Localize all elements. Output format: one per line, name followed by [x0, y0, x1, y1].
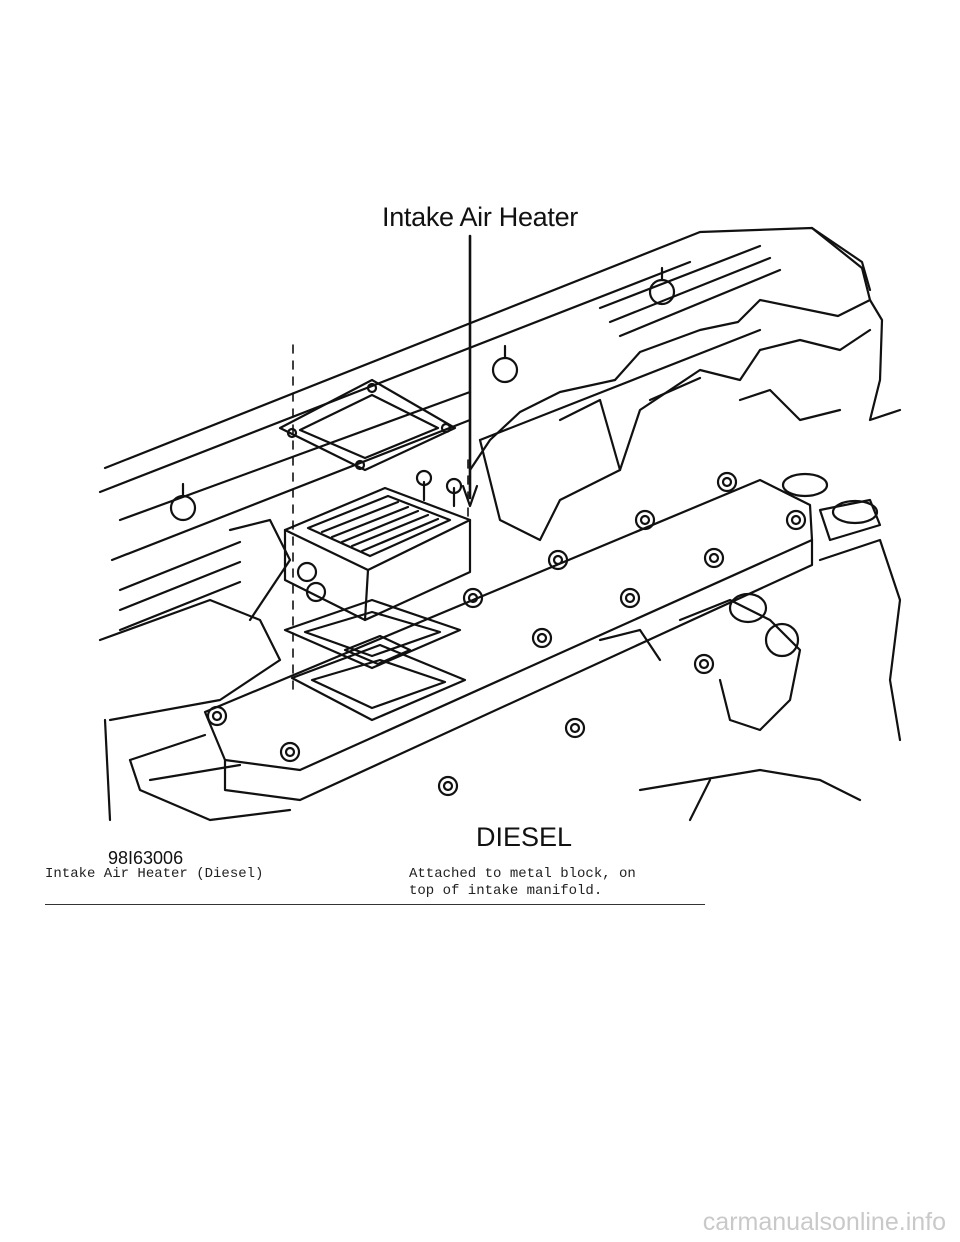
caption-location-line-1: Attached to metal block, on: [409, 866, 636, 882]
heater-grid-unit: [283, 469, 472, 622]
engine-illustration: [98, 226, 902, 822]
callout-arrow: [461, 234, 479, 508]
upper-gasket: [278, 378, 457, 472]
manifold-bolts: [206, 471, 807, 797]
figure-code: 98I63006: [108, 848, 184, 868]
watermark: carmanualsonline.info: [702, 1208, 946, 1236]
alignment-lines: [292, 344, 469, 691]
lower-gaskets: [283, 598, 467, 722]
caption-location-line-2: top of intake manifold.: [409, 883, 603, 899]
intake-manifold: [128, 472, 882, 822]
caption-component: Intake Air Heater (Diesel): [45, 866, 264, 882]
caption-divider: [45, 904, 705, 905]
cylinder-head: [98, 328, 902, 822]
cover-studs: [169, 266, 676, 522]
callout-label: Intake Air Heater: [382, 202, 579, 232]
valve-cover: [98, 226, 902, 632]
caption-location: Attached to metal block, on top of intak…: [409, 866, 636, 900]
engine-label: DIESEL: [476, 822, 573, 852]
